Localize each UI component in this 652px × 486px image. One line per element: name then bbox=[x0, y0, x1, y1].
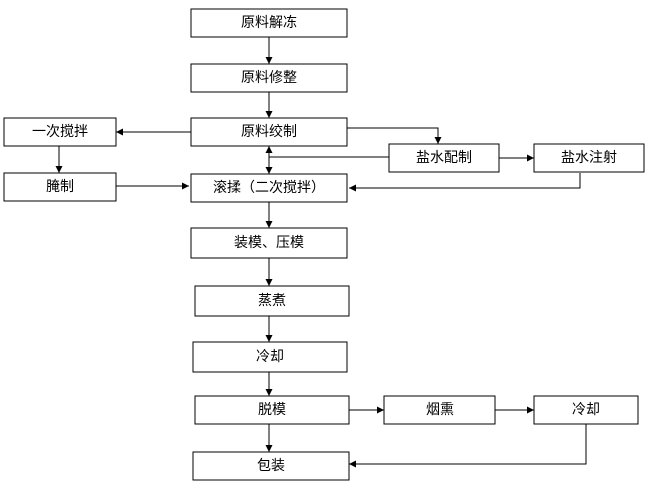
node-demold: 脱模 bbox=[194, 395, 350, 425]
node-smoke-label: 烟熏 bbox=[426, 402, 454, 418]
node-brine-inject-label: 盐水注射 bbox=[561, 150, 617, 166]
arrow-grind-to-brine-prep bbox=[347, 127, 442, 144]
node-cure-label: 腌制 bbox=[46, 179, 74, 195]
node-brine-inject: 盐水注射 bbox=[533, 143, 645, 173]
node-brine-prep: 盐水配制 bbox=[388, 143, 500, 173]
node-brine-prep-label: 盐水配制 bbox=[416, 150, 472, 166]
node-trim-label: 原料修整 bbox=[241, 70, 297, 86]
node-grind-label: 原料绞制 bbox=[241, 123, 297, 140]
arrow-cool2-to-package bbox=[349, 424, 587, 468]
arrow-inject-to-tumble bbox=[349, 173, 581, 192]
node-mold: 装模、压模 bbox=[190, 227, 348, 259]
node-thaw: 原料解冻 bbox=[190, 8, 348, 38]
node-package: 包装 bbox=[192, 451, 350, 481]
node-mix1: 一次搅拌 bbox=[3, 117, 117, 147]
node-cool2-label: 冷却 bbox=[572, 402, 600, 418]
node-mold-label: 装模、压模 bbox=[234, 235, 304, 251]
arrow-brine-prep-to-grind bbox=[265, 146, 389, 158]
node-mix1-label: 一次搅拌 bbox=[32, 124, 88, 140]
connectors bbox=[55, 37, 587, 468]
node-grind: 原料绞制 bbox=[190, 117, 348, 147]
node-smoke: 烟熏 bbox=[383, 395, 496, 425]
node-cool2: 冷却 bbox=[533, 395, 639, 425]
node-trim: 原料修整 bbox=[190, 63, 348, 93]
node-tumble-label: 滚揉（二次搅拌） bbox=[213, 179, 325, 196]
node-steam-label: 蒸煮 bbox=[258, 293, 286, 309]
node-cool1: 冷却 bbox=[192, 341, 348, 373]
node-steam: 蒸煮 bbox=[194, 285, 350, 317]
node-thaw-label: 原料解冻 bbox=[241, 14, 297, 31]
node-cool1-label: 冷却 bbox=[256, 349, 284, 365]
node-tumble: 滚揉（二次搅拌） bbox=[190, 173, 348, 203]
node-demold-label: 脱模 bbox=[258, 402, 286, 418]
node-package-label: 包装 bbox=[257, 458, 285, 474]
node-cure: 腌制 bbox=[3, 172, 117, 202]
